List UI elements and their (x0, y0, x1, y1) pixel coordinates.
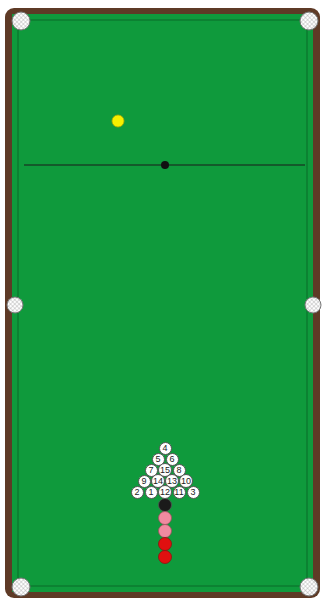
pocket (12, 578, 30, 596)
ball-number: 5 (155, 455, 160, 464)
ball-number: 9 (141, 477, 146, 486)
pocket (305, 297, 321, 313)
ball-number: 12 (160, 488, 170, 497)
numbered-ball: 3 (187, 486, 200, 499)
table-frame (5, 8, 320, 598)
ball-number: 8 (176, 466, 181, 475)
black-ball (159, 499, 172, 512)
colour-balls (159, 499, 172, 564)
red-ball (159, 538, 172, 551)
middle-pockets (7, 297, 321, 313)
ball-number: 2 (134, 488, 139, 497)
cushion-line (18, 20, 307, 586)
ball-number: 11 (174, 488, 183, 497)
red-ball (159, 551, 172, 564)
ball-number: 4 (162, 444, 167, 453)
pink-ball (159, 512, 172, 525)
ball-number: 1 (148, 488, 153, 497)
ball-number: 6 (169, 455, 174, 464)
ball-number: 7 (148, 466, 153, 475)
pink-ball (159, 525, 172, 538)
numbered-ball: 12 (158, 485, 172, 499)
pocket (7, 297, 23, 313)
numbered-ball: 2 (131, 486, 144, 499)
pocket (12, 12, 30, 30)
pocket (300, 578, 318, 596)
ball-number: 14 (153, 477, 163, 486)
numbered-ball: 11 (173, 486, 186, 499)
corner-pockets (12, 12, 318, 596)
table-cloth (12, 14, 313, 592)
yellow-ball (112, 115, 124, 127)
ball-number: 15 (160, 466, 170, 475)
ball-number: 10 (181, 477, 191, 486)
pocket (300, 12, 318, 30)
brown-spot (161, 161, 169, 169)
numbered-ball: 1 (145, 486, 158, 499)
ball-number: 13 (167, 477, 177, 486)
ball-number: 3 (190, 488, 195, 497)
